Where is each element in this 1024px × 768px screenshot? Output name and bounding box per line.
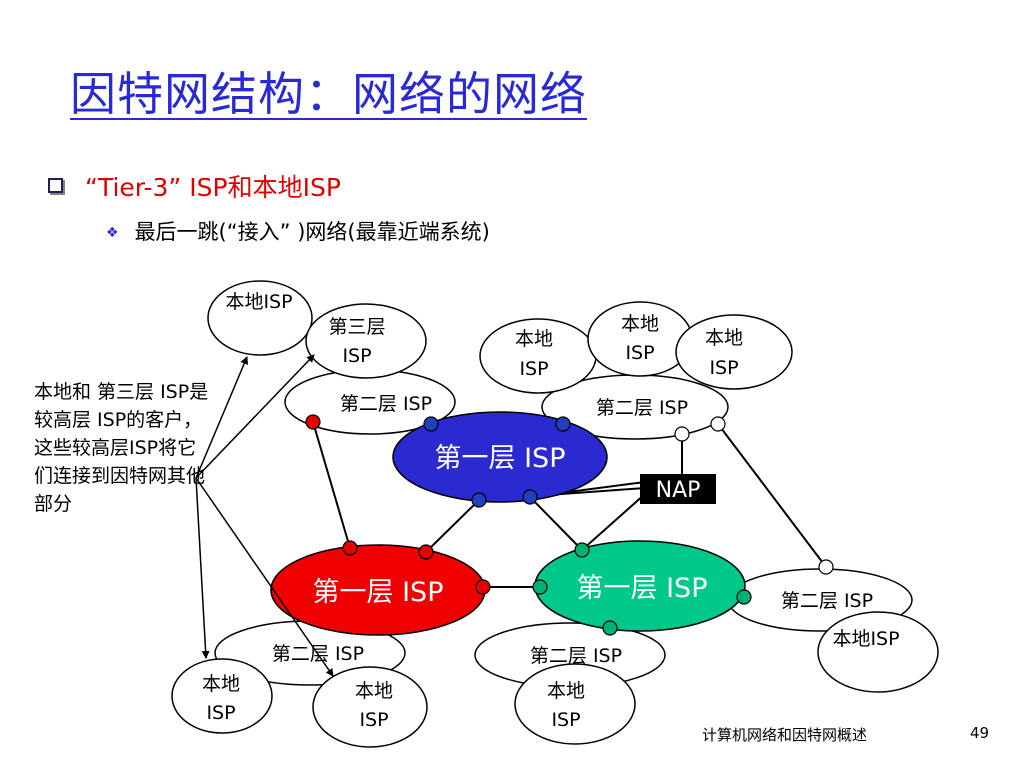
checkbox-bullet-icon [48, 178, 63, 193]
local-right-label: 本地ISP [832, 628, 899, 650]
router-red [475, 579, 491, 595]
tier1-labels: 第一层 ISP 第一层 ISP 第一层 ISP [313, 443, 708, 608]
tier1-blue-ellipse [392, 411, 608, 503]
router-green [736, 589, 752, 605]
node-labels: 本地ISP 第三层 ISP 第二层 ISP 第二层 ISP 本地 ISP 本地 … [202, 291, 900, 731]
router-white [818, 559, 834, 575]
router-white [674, 426, 690, 442]
router-green [574, 542, 590, 558]
local-bm-line1: 本地 [547, 680, 585, 702]
link-tier2-red [312, 421, 351, 549]
local-isp-bl-b-ellipse [312, 666, 428, 748]
router-red [305, 414, 321, 430]
nap-label: NAP [656, 478, 701, 503]
tier1-red-label: 第一层 ISP [313, 577, 444, 608]
tier1-green-label: 第一层 ISP [577, 573, 708, 604]
tier3-label-line1: 第三层 [328, 316, 385, 338]
routers [305, 414, 834, 636]
tier1-blue-label: 第一层 ISP [435, 443, 566, 474]
tier3-isp-ellipse [305, 303, 427, 379]
router-blue [471, 492, 487, 508]
diamond-bullet-icon: ❖ [106, 225, 119, 241]
local-bl-a-line1: 本地 [202, 673, 240, 695]
local-tr-c-line2: ISP [709, 357, 738, 379]
link-tier2-right [717, 423, 827, 568]
local-isp-bl-a-ellipse [171, 658, 273, 734]
bullet-level2: ❖ 最后一跳(“接入” )网络(最靠近端系统) [106, 216, 490, 246]
tier2-top-left-label: 第二层 ISP [340, 393, 432, 415]
router-red [342, 540, 358, 556]
local-isp-tr-c-ellipse [675, 314, 793, 390]
router-blue [522, 489, 538, 505]
annotation-note: 本地和 第三层 ISP是较高层 ISP的客户，这些较高层ISP将它们连接到因特网… [34, 381, 209, 515]
local-tr-b-line1: 本地 [621, 313, 659, 335]
local-tr-a-line1: 本地 [515, 328, 553, 350]
router-green [602, 620, 618, 636]
tier2-right-label: 第二层 ISP [781, 590, 873, 612]
annotation-arrows [195, 354, 334, 677]
router-blue [423, 416, 439, 432]
local-tr-b-line2: ISP [625, 342, 654, 364]
tier2-bottom-left-label: 第二层 ISP [272, 643, 364, 665]
tier3-label-line2: ISP [342, 345, 371, 367]
bullet-level2-text: 最后一跳(“接入” )网络(最靠近端系统) [134, 220, 490, 244]
arrow-to-local-top [195, 356, 248, 479]
footer-text: 计算机网络和因特网概述 [702, 726, 868, 744]
local-isp-right-ellipse [817, 611, 939, 693]
local-tr-c-line1: 本地 [705, 327, 743, 349]
local-bl-a-line2: ISP [206, 702, 235, 724]
bullet-level1: “Tier-3” ISP和本地ISP [48, 168, 341, 204]
local-bm-line2: ISP [551, 709, 580, 731]
router-red [418, 544, 434, 560]
local-isp-top-left-label: 本地ISP [225, 291, 292, 313]
nap-box [640, 474, 716, 504]
local-bl-b-line2: ISP [359, 709, 388, 731]
arrow-to-local-bl-a [195, 477, 210, 659]
local-bl-b-line1: 本地 [355, 680, 393, 702]
tier2-top-right-label: 第二层 ISP [596, 397, 688, 419]
link-blue-green [529, 496, 583, 551]
bullet-level1-text: “Tier-3” ISP和本地ISP [85, 173, 341, 202]
local-isp-top-left-ellipse [207, 280, 313, 356]
arrow-to-tier3 [195, 354, 315, 479]
local-isp-bm-ellipse [514, 663, 636, 745]
router-green [532, 579, 548, 595]
tier2-bottom-mid-label: 第二层 ISP [530, 645, 622, 667]
arrow-to-local-bl-b [195, 477, 334, 677]
router-blue [555, 416, 571, 432]
slide-title: 因特网结构：网络的网络 [70, 67, 587, 121]
router-white [710, 416, 726, 432]
local-tr-a-line2: ISP [519, 358, 548, 380]
page-number: 49 [970, 724, 990, 742]
link-nap-green [581, 493, 646, 551]
link-blue-red [425, 499, 480, 553]
